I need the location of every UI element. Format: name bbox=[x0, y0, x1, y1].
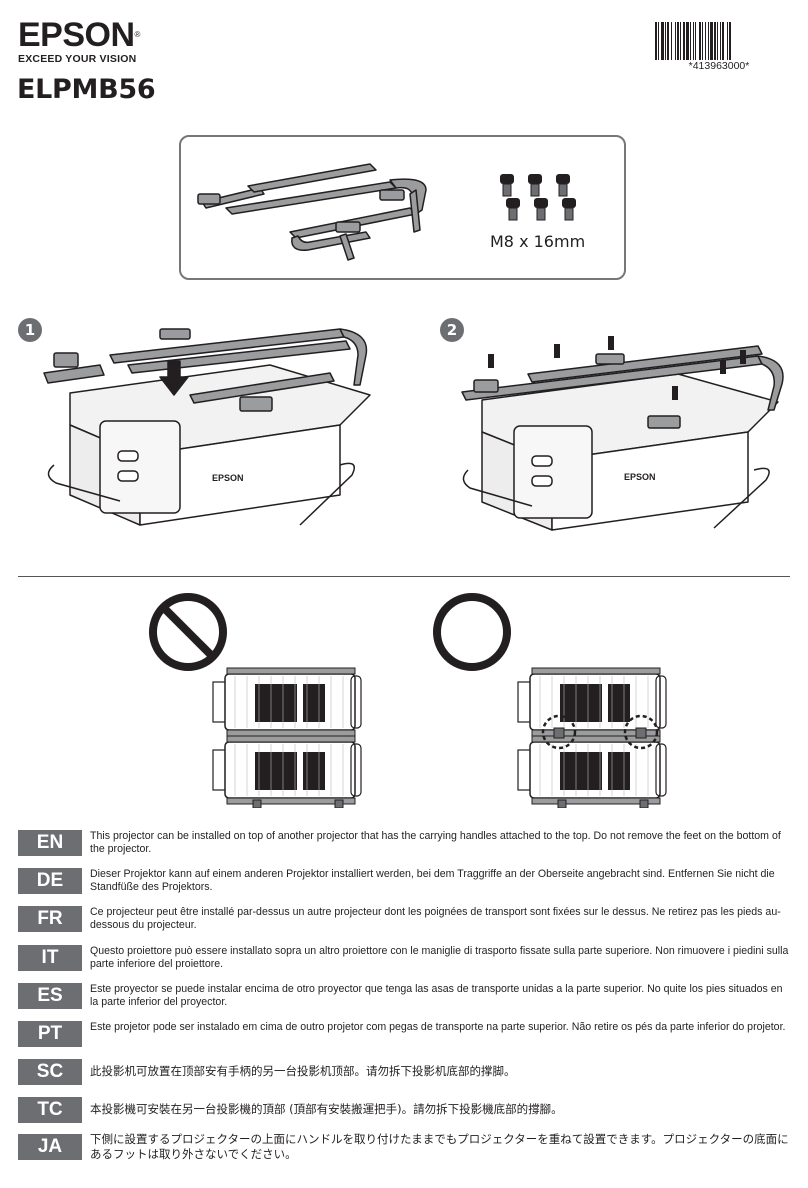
lang-row-it: IT Questo proiettore può essere installa… bbox=[18, 945, 790, 973]
screw-icon bbox=[506, 198, 520, 221]
lang-text-tc: 本投影機可安裝在另一台投影機的頂部 (頂部有安裝搬運把手)。請勿拆下投影機底部的… bbox=[90, 1102, 563, 1116]
lang-row-sc: SC 此投影机可放置在顶部安有手柄的另一台投影机顶部。请勿拆下投影机底部的撑脚。 bbox=[18, 1059, 790, 1087]
svg-text:EPSON: EPSON bbox=[212, 473, 244, 483]
lang-row-de: DE Dieser Projektor kann auf einem ander… bbox=[18, 868, 790, 896]
screw-icon bbox=[556, 174, 570, 197]
correct-stacking-illustration bbox=[517, 667, 667, 808]
lang-text-pt: Este projetor pode ser instalado em cima… bbox=[90, 1021, 786, 1033]
screw-spec-label: M8 x 16mm bbox=[490, 232, 586, 251]
prohibited-symbol-icon bbox=[149, 593, 227, 671]
svg-text:EPSON: EPSON bbox=[624, 472, 656, 482]
stacked-projector-bottom bbox=[517, 735, 667, 805]
brand-tagline: EXCEED YOUR VISION bbox=[18, 53, 137, 65]
step-1-number: 1 bbox=[18, 318, 42, 342]
lang-text-en: This projector can be installed on top o… bbox=[90, 830, 781, 855]
brand-name: EPSON® bbox=[18, 16, 141, 54]
screws-illustration bbox=[500, 174, 576, 221]
lang-text-ja: 下側に設置するプロジェクターの上面にハンドルを取り付けたままでもプロジェクターを… bbox=[90, 1132, 789, 1161]
lang-row-fr: FR Ce projecteur peut être installé par-… bbox=[18, 906, 790, 934]
lang-badge-en: EN bbox=[18, 830, 82, 856]
mounting-frame-illustration bbox=[197, 163, 427, 261]
step-1-illustration: EPSON bbox=[43, 328, 371, 526]
lang-row-pt: PT Este projetor pode ser instalado em c… bbox=[18, 1021, 790, 1049]
screw-icon bbox=[534, 198, 548, 221]
lang-badge-es: ES bbox=[18, 983, 82, 1009]
foot-highlight bbox=[541, 714, 577, 750]
lang-text-fr: Ce projecteur peut être installé par-des… bbox=[90, 906, 781, 931]
section-divider bbox=[18, 576, 790, 577]
lang-badge-de: DE bbox=[18, 868, 82, 894]
model-title: ELPMB56 bbox=[17, 74, 156, 105]
lang-row-es: ES Este proyector se puede instalar enci… bbox=[18, 983, 790, 1011]
lang-row-en: EN This projector can be installed on to… bbox=[18, 830, 790, 858]
barcode-number: *413963000* bbox=[688, 60, 750, 72]
lang-row-ja: JA 下側に設置するプロジェクターの上面にハンドルを取り付けたままでもプロジェク… bbox=[18, 1132, 790, 1166]
lang-text-sc: 此投影机可放置在顶部安有手柄的另一台投影机顶部。请勿拆下投影机底部的撑脚。 bbox=[90, 1064, 516, 1078]
lang-badge-ja: JA bbox=[18, 1134, 82, 1160]
lang-text-de: Dieser Projektor kann auf einem anderen … bbox=[90, 868, 775, 893]
lang-text-es: Este proyector se puede instalar encima … bbox=[90, 983, 783, 1008]
lang-badge-sc: SC bbox=[18, 1059, 82, 1085]
stacked-projector-top bbox=[517, 667, 667, 737]
step-2-number: 2 bbox=[440, 318, 464, 342]
stacked-projector-bottom bbox=[212, 735, 362, 805]
step-2-illustration: EPSON bbox=[461, 336, 784, 531]
parts-box bbox=[179, 135, 626, 280]
incorrect-stacking-illustration bbox=[212, 667, 362, 808]
barcode bbox=[655, 22, 731, 60]
screw-icon bbox=[500, 174, 514, 197]
lang-badge-tc: TC bbox=[18, 1097, 82, 1123]
stacked-projector-top bbox=[212, 667, 362, 737]
lang-badge-fr: FR bbox=[18, 906, 82, 932]
screw-icon bbox=[528, 174, 542, 197]
ok-symbol-icon bbox=[433, 593, 511, 671]
lang-badge-it: IT bbox=[18, 945, 82, 971]
epson-logo: EPSON® EXCEED YOUR VISION bbox=[18, 18, 140, 65]
registered-mark: ® bbox=[134, 30, 141, 39]
lang-row-tc: TC 本投影機可安裝在另一台投影機的頂部 (頂部有安裝搬運把手)。請勿拆下投影機… bbox=[18, 1097, 790, 1125]
lang-badge-pt: PT bbox=[18, 1021, 82, 1047]
screw-icon bbox=[562, 198, 576, 221]
foot-highlight bbox=[623, 714, 659, 750]
lang-text-it: Questo proiettore può essere installato … bbox=[90, 945, 789, 970]
